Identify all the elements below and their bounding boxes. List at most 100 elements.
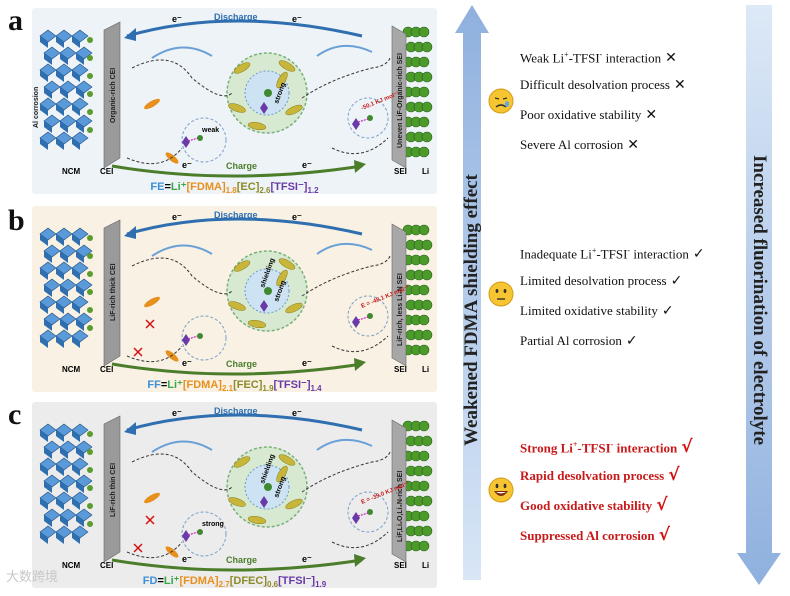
li-ion	[87, 37, 93, 43]
cei-description: Organic-rich CEI	[110, 68, 117, 123]
formula-part: [EC]	[236, 181, 260, 193]
formula-part: FD	[142, 575, 158, 587]
cross-mark-icon: ✕	[673, 77, 686, 93]
tfsi-anion	[260, 496, 268, 508]
blocked-icon	[133, 347, 143, 357]
formula-part: [DFEC]	[229, 575, 267, 587]
ncm-cathode	[39, 29, 93, 150]
electron-label: e⁻	[292, 212, 302, 222]
sei-label: SEI	[394, 167, 407, 176]
formula-part: [TFSI⁻]	[270, 181, 308, 193]
property-list-c: Strong Li+-TFSI- interaction√Rapid desol…	[520, 430, 693, 550]
migration-arrow	[316, 243, 373, 255]
electron-label: e⁻	[172, 212, 182, 222]
property-text: Partial Al corrosion	[520, 333, 622, 348]
li-ion	[367, 115, 373, 121]
formula-part: [FDMA]	[182, 379, 222, 391]
li-ion	[367, 509, 373, 515]
cei-layer	[103, 219, 121, 367]
tfsi-anion	[182, 530, 190, 542]
fluorination-arrow	[737, 5, 781, 585]
property-text: Rapid desolvation process	[520, 468, 665, 483]
interaction-line	[357, 512, 369, 517]
electron-label: e⁻	[302, 358, 312, 368]
solvent-molecule	[276, 465, 288, 483]
electron-label: e⁻	[292, 14, 302, 24]
li-ion-center	[264, 287, 272, 295]
property-item: Partial Al corrosion✓	[520, 326, 705, 356]
electron-label: e⁻	[182, 358, 192, 368]
property-text: Good oxidative stability	[520, 498, 653, 513]
charge-arrow	[111, 558, 363, 572]
tfsi-anion	[260, 102, 268, 114]
check-mark-icon: √	[668, 465, 680, 485]
sei-layer	[391, 25, 407, 169]
property-item: Difficult desolvation process✕	[520, 70, 686, 100]
electrolyte-formula: FF=Li⁺[FDMA]2.1[FEC]1.9[TFSI⁻]1.4	[32, 378, 437, 393]
property-text: Strong Li	[520, 440, 573, 456]
charge-arrow	[111, 164, 363, 178]
charge-label: Charge	[226, 359, 257, 369]
blocked-icon	[133, 543, 143, 553]
formula-part: 1.4	[310, 384, 322, 394]
property-list-b: Inadequate Li+-TFSI- interaction✓Limited…	[520, 236, 705, 356]
panel-letter-c: c	[8, 398, 22, 431]
superscript: +	[572, 440, 578, 449]
li-anode	[402, 224, 433, 356]
solvent-molecule	[276, 269, 288, 287]
charge-arrowhead	[354, 358, 366, 371]
charge-arrowhead	[354, 554, 366, 567]
electrolyte-formula: FD=Li⁺[FDMA]2.7[DFEC]0.6[TFSI⁻]1.9	[32, 574, 437, 589]
ion-path	[126, 541, 183, 559]
li-ion	[87, 449, 93, 455]
discharge-arrowhead	[124, 226, 136, 239]
desolvation-sphere	[347, 295, 389, 337]
cross-mark-icon: ✕	[627, 137, 639, 153]
formula-part: 2.1	[221, 384, 234, 394]
electron-label: e⁻	[172, 408, 182, 418]
li-ion	[87, 485, 93, 491]
solvent-molecule	[247, 515, 267, 525]
sei-layer	[391, 223, 407, 367]
property-text: Suppressed Al corrosion	[520, 528, 655, 543]
cei-description: LiF-rich thin CEI	[110, 463, 117, 517]
property-text: Poor oxidative stability	[520, 107, 642, 122]
interaction-line	[187, 335, 199, 340]
li-label: Li	[422, 365, 429, 374]
desolvation-sphere	[347, 97, 389, 139]
cross-mark-icon: ✕	[645, 107, 658, 123]
ion-path	[126, 147, 183, 165]
li-label: Li	[422, 167, 429, 176]
li-ion	[367, 313, 373, 319]
li-ion	[87, 431, 93, 437]
migration-arrow	[316, 45, 373, 57]
solvent-molecule	[285, 498, 303, 510]
property-text: -TFSI	[577, 440, 611, 456]
formula-part: [FDMA]	[186, 181, 226, 193]
formula-part: Li⁺	[167, 379, 183, 391]
property-text: -TFSI	[568, 50, 600, 66]
ion-path	[301, 451, 391, 493]
migration-arrow	[151, 244, 213, 257]
property-item: Limited desolvation process✓	[520, 266, 705, 296]
formula-part: [FDMA]	[179, 575, 219, 587]
formula-part: 2.7	[218, 580, 230, 590]
cross-mark-icon: ✕	[665, 50, 677, 67]
check-mark-icon: √	[656, 495, 668, 515]
electrolyte-formula: FE=Li⁺[FDMA]1.8[EC]2.6[TFSI⁻]1.2	[32, 180, 437, 195]
li-ion	[87, 91, 93, 97]
cei-description: LiF-rich thick CEI	[110, 263, 117, 321]
li-ion	[87, 253, 93, 259]
solvent-molecule	[165, 152, 179, 164]
discharge-label: Discharge	[214, 406, 258, 416]
solvent-molecule	[233, 62, 251, 74]
blocked-icon	[145, 515, 155, 525]
property-text: -TFSI	[596, 246, 628, 262]
property-item: Weak Li+-TFSI- interaction✕	[520, 40, 686, 70]
solvent-molecule	[165, 546, 179, 558]
li-ion	[87, 325, 93, 331]
charge-arrow	[111, 362, 363, 376]
solvent-molecule	[276, 71, 288, 89]
cei-label: CEI	[100, 365, 113, 374]
